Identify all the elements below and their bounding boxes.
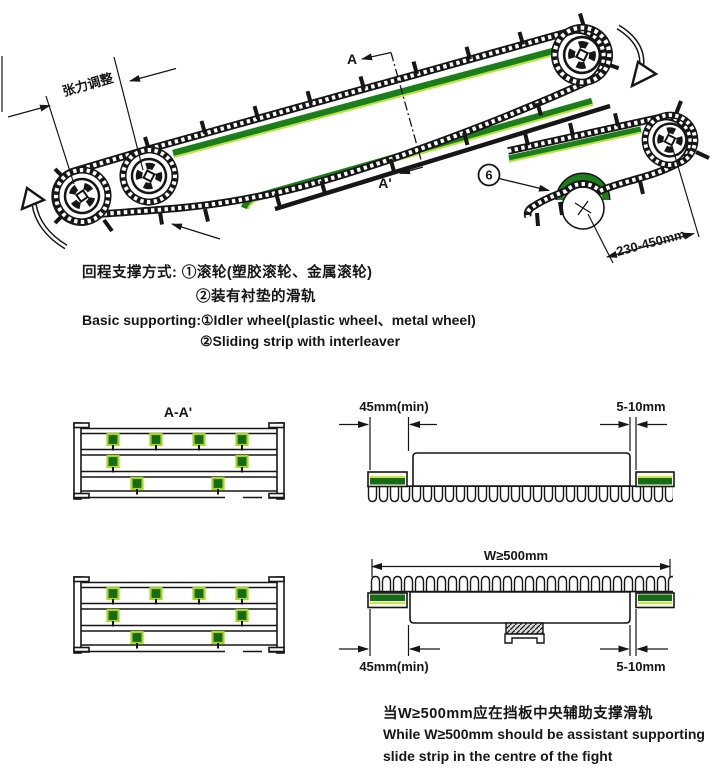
supporting-note-zh-line2: ②装有衬垫的滑轨 bbox=[196, 289, 316, 305]
supporting-note-en-line1: Basic supporting:①Idler wheel(plastic wh… bbox=[82, 312, 476, 328]
rotation-arrow-right bbox=[616, 24, 659, 89]
belt-teeth-down bbox=[367, 485, 673, 503]
upper-left-dim-label: 45mm(min) bbox=[359, 399, 428, 414]
slide-strip-left bbox=[367, 592, 408, 609]
slide-strip-right bbox=[635, 471, 675, 488]
width-dim-label: W≥500mm bbox=[484, 548, 548, 563]
callout-6-number: 6 bbox=[485, 168, 492, 183]
belt-cross-section-lower: W≥500mm 45mm(min) bbox=[339, 548, 675, 674]
lower-section-dimensions: 45mm(min) 5-10mm bbox=[339, 609, 668, 674]
slide-strip-right bbox=[635, 592, 675, 609]
central-support-bracket bbox=[504, 622, 545, 644]
upper-section-dimensions: 45mm(min) 5-10mm bbox=[339, 399, 667, 470]
belt-body bbox=[409, 591, 631, 624]
assist-note-en-line1: While W≥500mm should be assistant suppor… bbox=[383, 726, 705, 742]
tension-adjust-label: 张力调整 bbox=[61, 70, 116, 99]
discharge-conveyor-view: 6 230-450mm bbox=[477, 100, 710, 264]
supporting-note-en-line2: ②Sliding strip with interleaver bbox=[200, 333, 401, 349]
rotation-arrow-left bbox=[20, 185, 68, 250]
roller-spacing-label: 230-450mm bbox=[615, 226, 687, 259]
pointer-arrow bbox=[171, 223, 221, 240]
supporting-note-zh-line1: 回程支撑方式: ①滚轮(塑胶滚轮、金属滚轮) bbox=[82, 265, 373, 281]
section-label-a: A bbox=[347, 51, 357, 67]
belt-body bbox=[412, 452, 631, 487]
belt-cross-section-upper: 45mm(min) 5-10mm bbox=[339, 399, 675, 503]
assist-note-zh: 当W≥500mm应在挡板中央辅助支撑滑轨 bbox=[383, 706, 654, 722]
lower-right-dim-label: 5-10mm bbox=[616, 659, 665, 674]
section-line-a-a: A A' bbox=[347, 51, 424, 191]
section-view-title: A-A' bbox=[164, 404, 192, 420]
slide-strip-left bbox=[367, 471, 408, 488]
callout-6: 6 bbox=[477, 163, 550, 192]
assist-note-en-line2: slide strip in the centre of the fight bbox=[383, 748, 613, 764]
width-dimension: W≥500mm bbox=[371, 548, 671, 577]
cleats-discharge bbox=[523, 100, 710, 227]
lower-left-dim-label: 45mm(min) bbox=[359, 659, 428, 674]
section-label-a-prime: A' bbox=[378, 175, 391, 191]
frame-section-lower bbox=[74, 577, 284, 653]
frame-section-upper bbox=[74, 423, 284, 499]
main-conveyor-side-view: 张力调整 A A' bbox=[1, 12, 659, 250]
belt-teeth-up bbox=[370, 574, 673, 592]
upper-right-dim-label: 5-10mm bbox=[616, 399, 665, 414]
frame-section-views: A-A' bbox=[74, 404, 284, 653]
